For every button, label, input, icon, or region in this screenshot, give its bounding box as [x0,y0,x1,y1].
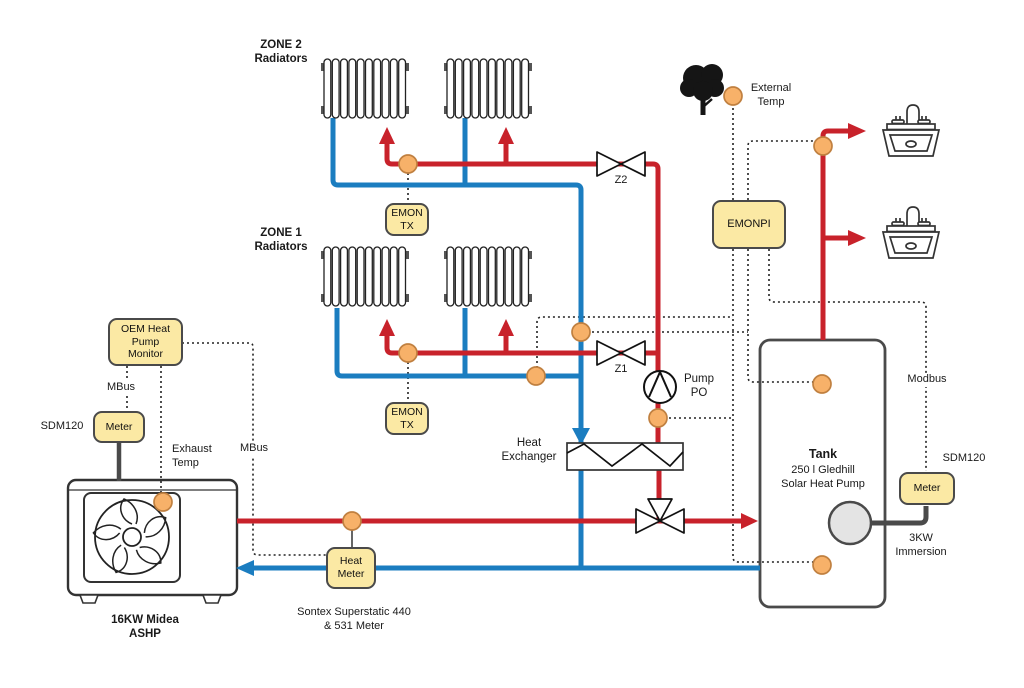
pump-symbol [643,369,677,404]
sensor-exhaust [153,492,173,512]
sensor-pump-outlet [648,408,668,428]
ashp-unit [66,478,239,604]
data-links [126,106,927,563]
meter-left-box: Meter [93,411,145,443]
electrical-connectors [116,443,929,526]
heat-exchanger-label: Heat Exchanger [501,437,557,464]
radiator-icon-zone2-a [320,58,410,119]
immersion-heater [827,500,873,546]
tank-desc-label: 250 l Gledhill Solar Heat Pump [781,464,865,490]
valve-z1-symbol [596,340,646,366]
sdm120-right-label: SDM120 [942,452,986,464]
sensor-zone1-flow [398,343,418,363]
zone1-title: ZONE 1 Radiators [254,227,308,254]
external-temp-label: External Temp [750,82,792,108]
heat-exchanger-symbol [566,442,684,471]
oem-monitor-box: OEM Heat Pump Monitor [108,318,183,366]
cold-arrow-into-hx [572,428,590,445]
modbus-label: Modbus [896,373,958,387]
radiator-icon-zone1-a [320,246,410,307]
sontex-label: Sontex Superstatic 440 & 531 Meter [297,606,411,632]
radiator-icon-zone1-b [443,246,533,307]
exhaust-temp-label: Exhaust Temp [172,443,212,469]
cold-arrow-into-ashp [236,560,254,576]
sink-icon-top [882,104,940,157]
pump-label: Pump PO [683,373,715,400]
ashp-label: 16KW Midea ASHP [111,614,179,641]
sensor-return-riser [571,322,591,342]
sensor-external [723,86,743,106]
sensor-heat-meter [342,511,362,531]
mbus-right-label: MBus [232,442,276,456]
tree-icon [680,64,724,115]
meter-right-box: Meter [899,472,955,505]
zone2-title: ZONE 2 Radiators [254,39,308,66]
immersion-label: 3KW Immersion [895,532,947,558]
sensor-tank-top [812,374,832,394]
three-way-valve-symbol [635,498,685,534]
tank-name-label: Tank [808,447,838,461]
sink-icon-bottom [882,206,940,259]
hot-arrows [379,123,866,529]
sensor-zone2-flow [398,154,418,174]
valve-z1-label: Z1 [614,363,628,375]
valve-z2-label: Z2 [614,174,628,186]
valve-z2-symbol [596,151,646,177]
emonpi-box: EMONPI [712,200,786,249]
sdm120-left-label: SDM120 [40,420,84,432]
sensor-zone1-return [526,366,546,386]
emon-tx-zone2-box: EMON TX [385,203,429,236]
fan-icon [92,498,170,575]
radiator-icon-zone2-b [443,58,533,119]
sensor-tank-bottom [812,555,832,575]
emon-tx-zone1-box: EMON TX [385,402,429,435]
heat-meter-box: Heat Meter [326,547,376,589]
sensor-hot-water [813,136,833,156]
mbus-left-label: MBus [100,381,142,395]
